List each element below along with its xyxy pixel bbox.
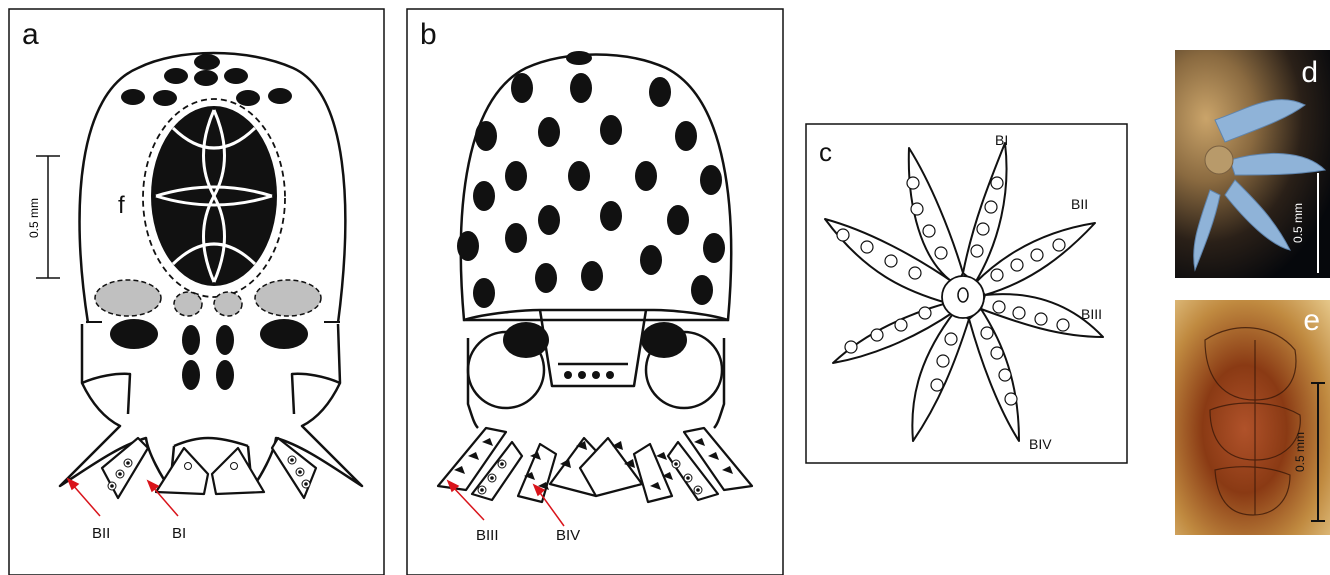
photo-panel-e: e 0.5 mm bbox=[1175, 300, 1330, 535]
arrow-bii-a bbox=[68, 479, 100, 516]
arm-label-bi-c: BI bbox=[995, 132, 1008, 148]
scale-label-d: 0.5 mm bbox=[1291, 203, 1305, 243]
panel-e-letter: e bbox=[1303, 304, 1320, 338]
region-label-f: f bbox=[118, 192, 125, 219]
panel-d-letter: d bbox=[1301, 56, 1318, 90]
arm-label-biii-c: BIII bbox=[1081, 306, 1102, 322]
panel-a: a 0.5 mm f bbox=[8, 8, 385, 575]
mouth-inner bbox=[958, 288, 968, 302]
arm-label-biii-b: BIII bbox=[476, 527, 499, 544]
arm-label-bi-a: BI bbox=[172, 525, 186, 542]
head-spots-a bbox=[110, 319, 308, 390]
panel-a-letter: a bbox=[22, 18, 39, 51]
arm-tips-a bbox=[102, 438, 316, 498]
arm-label-bii-a: BII bbox=[92, 525, 110, 542]
scale-label-e: 0.5 mm bbox=[1293, 432, 1307, 472]
arrow-biv-b bbox=[534, 485, 564, 526]
panel-c-letter: c bbox=[819, 137, 832, 167]
dorsal-spots-a bbox=[121, 54, 292, 106]
scale-bar-d bbox=[1317, 173, 1319, 273]
arm-label-bii-c: BII bbox=[1071, 196, 1088, 212]
arm-label-biv-b: BIV bbox=[556, 527, 580, 544]
scale-label-a: 0.5 mm bbox=[27, 198, 41, 238]
panel-c: c BI BII BIII BIV bbox=[805, 123, 1128, 464]
mantle-spots-b bbox=[457, 51, 725, 308]
panel-b: b bbox=[406, 8, 784, 575]
arm-label-biv-c: BIV bbox=[1029, 436, 1052, 452]
scale-bar-e bbox=[1317, 382, 1319, 522]
photo-panel-d: d 0.5 mm bbox=[1175, 50, 1330, 278]
head-outline-b bbox=[464, 310, 728, 428]
panel-b-letter: b bbox=[420, 18, 437, 51]
head-spots-b bbox=[503, 322, 687, 379]
head-arms-outline-a bbox=[60, 324, 362, 488]
